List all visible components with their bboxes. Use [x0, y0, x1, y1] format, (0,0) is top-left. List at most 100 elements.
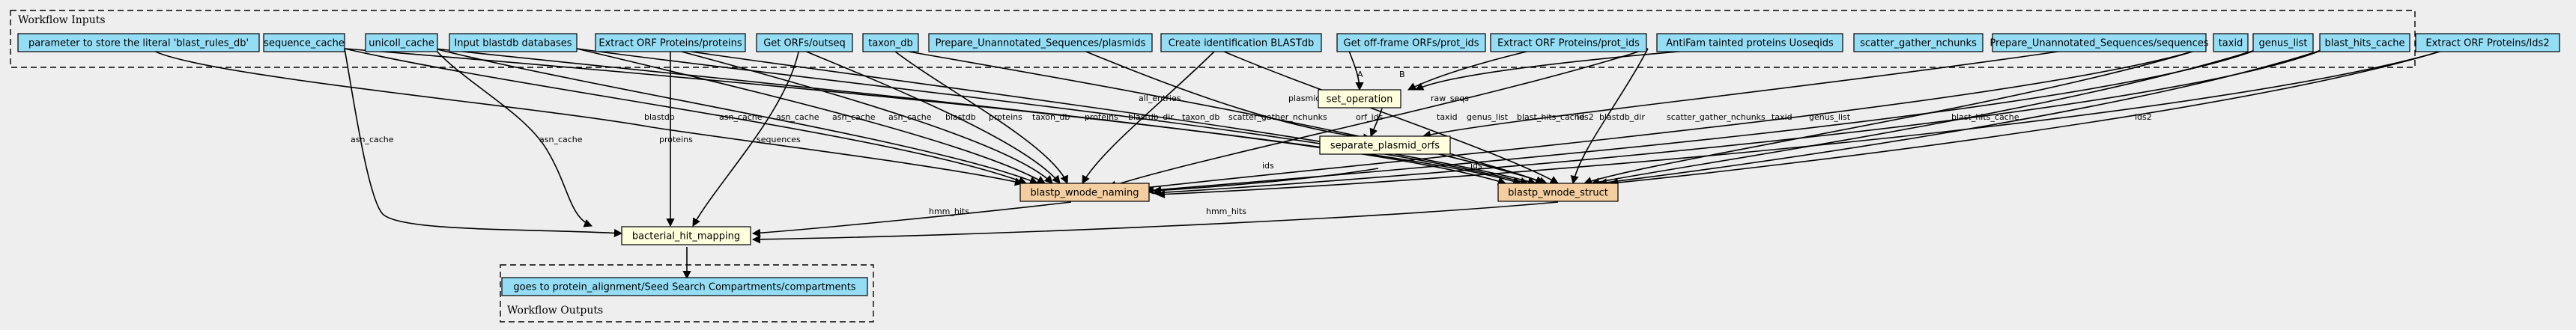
node-scatter-gather: scatter_gather_nchunks	[1853, 33, 1983, 52]
edge-label-orf-ids: orf_ids	[1356, 112, 1384, 122]
node-box	[1019, 183, 1150, 202]
edge-label-blastdb-dir-2: blastdb_dir	[1599, 112, 1645, 122]
node-box	[449, 33, 578, 52]
edge-taxondb-to-struct	[891, 48, 1548, 186]
edge-sequences-to-hit-mapping	[692, 48, 800, 227]
edge-label-sequences-1: sequences	[757, 135, 801, 144]
edge-taxondb-to-naming	[891, 48, 1068, 185]
edge-bhc-to-struct	[1598, 48, 2327, 187]
node-box	[263, 33, 345, 52]
node-box	[1497, 183, 1619, 202]
node-label: Get ORFs/outseq	[763, 38, 846, 49]
edge-blastdb-to-naming	[149, 48, 1024, 186]
node-box	[1656, 33, 1843, 52]
node-box	[1318, 89, 1401, 109]
edge-setop-to-separate	[1369, 108, 1383, 138]
workflow-outputs-label: Workflow Outputs	[507, 305, 603, 317]
edge-label-scatter-1: scatter_gather_nchunks	[1228, 112, 1327, 122]
edge-label-genus-2: genus_list	[1809, 112, 1851, 122]
edge-scatter-to-naming	[1107, 48, 1649, 189]
edge-inputdb-to-struct	[576, 48, 1530, 186]
node-genus-list: genus_list	[2252, 33, 2314, 52]
node-box	[1160, 33, 1322, 52]
edge-label-bhc-1: blast_hits_cache	[1517, 112, 1585, 122]
node-box	[2213, 33, 2249, 52]
edge-label-taxid-2: taxid	[1772, 112, 1792, 122]
node-label: blastp_wnode_struct	[1508, 188, 1608, 199]
edge-label-lds2-2: lds2	[2135, 112, 2152, 122]
edge-unicoll-asn-cache-to-hit-mapping	[434, 48, 593, 227]
node-label: blast_hits_cache	[2325, 38, 2405, 49]
edge-label-taxondb-2: taxon_db	[1182, 112, 1219, 122]
output-node-group: goes to protein_alignment/Seed Search Co…	[501, 277, 868, 296]
edge-label-ids-1: ids	[1262, 161, 1274, 171]
edge-label-b: B	[1399, 70, 1405, 79]
edge-genus-to-struct	[1590, 48, 2261, 186]
edge-label-lds2-1: lds2	[1577, 112, 1594, 122]
node-blast-hits-cache: blast_hits_cache	[2319, 33, 2410, 52]
node-extract-orf-proteins: Extract ORF Proteins/proteins	[595, 33, 746, 52]
workflow-inputs-cluster	[10, 10, 2416, 68]
edge-label-bhc-2: blast_hits_cache	[1951, 112, 2019, 122]
edge-lds2-to-struct	[1609, 48, 2450, 187]
node-extract-orf-prot-ids: Extract ORF Proteins/prot_ids	[1490, 33, 1647, 52]
node-label: unicoll_cache	[369, 38, 434, 49]
edge-asn-cache-to-hit-mapping	[344, 48, 623, 238]
node-get-offframe: Get off-frame ORFs/prot_ids	[1336, 33, 1486, 52]
node-box	[928, 33, 1153, 52]
edge-label-proteins-3: proteins	[1085, 112, 1118, 122]
edge-label-genus-1: genus_list	[1467, 112, 1509, 122]
edge-label-proteins-1: proteins	[659, 135, 693, 144]
node-label: Prepare_Unannotated_Sequences/sequences	[1989, 38, 2208, 49]
node-box	[1992, 33, 2207, 52]
node-box	[17, 33, 260, 52]
edge-label-asn-cache-5: asn_cache	[832, 112, 876, 122]
node-antifam: AntiFam tainted proteins Uoseqids	[1656, 33, 1843, 52]
edge-ids-to-naming	[1152, 168, 1379, 195]
node-label: separate_plasmid_orfs	[1330, 141, 1440, 152]
edge-separate-to-struct	[1449, 153, 1545, 184]
edge-taxid-to-naming	[1137, 48, 2203, 192]
edge-label-blastdb-1: blastdb	[644, 112, 675, 122]
node-input-blastdb: Input blastdb databases	[449, 33, 578, 52]
edge-scatter-to-struct	[1570, 48, 1649, 185]
node-box	[1336, 33, 1486, 52]
edge-ext-proteins-to-naming	[670, 48, 1053, 184]
edge-input-blastdb-to-naming	[576, 48, 1046, 184]
edge-lds2-to-naming	[1156, 48, 2450, 199]
edge-label-scatter-2: scatter_gather_nchunks	[1667, 112, 1766, 122]
edge-antifam-to-setop	[1414, 48, 1716, 91]
edge-label-asn-cache-3: asn_cache	[719, 112, 763, 122]
node-taxid: taxid	[2213, 33, 2249, 52]
edge-label-hmm-hits-1: hmm_hits	[929, 207, 969, 216]
edge-label-asn-cache-4: asn_cache	[776, 112, 819, 122]
node-separate-plasmid-orfs: separate_plasmid_orfs	[1319, 135, 1451, 155]
node-box	[1853, 33, 1983, 52]
node-extract-lds2: Extract ORF Proteins/lds2	[2415, 33, 2560, 52]
edge-protids-to-setop	[1407, 48, 1540, 91]
node-box	[621, 226, 751, 245]
node-goes-to: goes to protein_alignment/Seed Search Co…	[501, 277, 868, 296]
node-label: set_operation	[1327, 94, 1393, 106]
edge-genus-to-naming	[1145, 48, 2261, 195]
edge-label-asn-cache-1: asn_cache	[351, 135, 394, 144]
edge-unicoll-to-struct	[434, 48, 1522, 186]
node-label: parameter to store the literal 'blast_ru…	[28, 38, 249, 49]
node-label: bacterial_hit_mapping	[632, 231, 740, 242]
node-label: Prepare_Unannotated_Sequences/plasmids	[936, 38, 1146, 49]
edge-label-plasmids: plasmids	[1288, 94, 1325, 103]
node-label: Create identification BLASTdb	[1169, 38, 1315, 49]
node-blastp-wnode-naming: blastp_wnode_naming	[1019, 183, 1150, 202]
node-unicoll-cache: unicoll_cache	[365, 33, 438, 52]
node-box	[595, 33, 746, 52]
edge-label-proteins-2: proteins	[989, 112, 1022, 122]
node-label: taxid	[2219, 38, 2243, 49]
node-prepare-plasmids: Prepare_Unannotated_Sequences/plasmids	[928, 33, 1153, 52]
edge-createblastdb-to-naming	[1082, 48, 1218, 184]
edge-struct-to-mapping	[751, 201, 1559, 244]
node-label: AntiFam tainted proteins Uoseqids	[1666, 38, 1834, 49]
node-blastp-wnode-struct: blastp_wnode_struct	[1497, 183, 1619, 202]
edge-label-taxondb-1: taxon_db	[1032, 112, 1070, 122]
edge-label-raw-seqs: raw_seqs	[1431, 94, 1469, 103]
